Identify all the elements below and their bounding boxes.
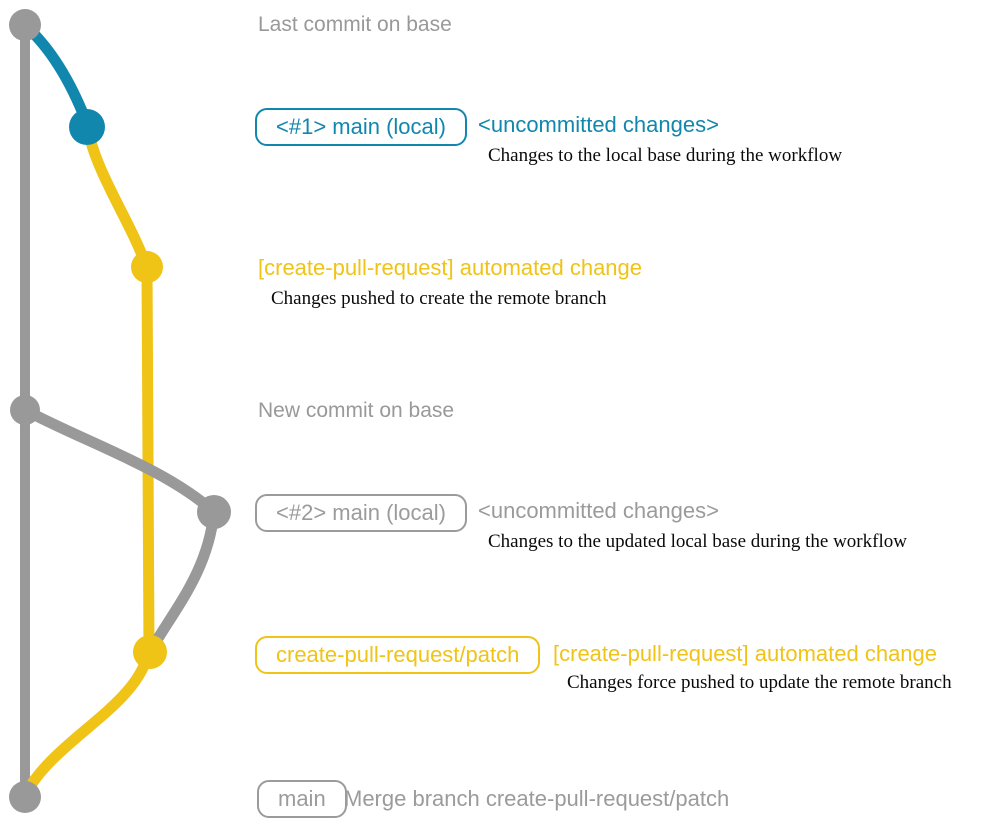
- commit-message-automated-change-2: [create-pull-request] automated change: [553, 641, 938, 666]
- label-new-commit-on-base: New commit on base: [258, 399, 455, 422]
- commit-last-base: [9, 9, 41, 41]
- branch-badge-main-local-2: <#2> main (local): [255, 494, 467, 532]
- uncommitted-changes-tag-1: <uncommitted changes>: [478, 112, 719, 137]
- commit-message-merge-branch: Merge branch create-pull-request/patch: [344, 786, 730, 811]
- commit-local-main-2: [197, 495, 231, 529]
- edge-updated-local-main-2: [19, 404, 220, 656]
- desc-updated-local-base-changes: Changes to the updated local base during…: [488, 531, 907, 552]
- label-last-commit-on-base: Last commit on base: [258, 13, 452, 36]
- commit-new-base: [10, 395, 40, 425]
- commit-message-automated-change-1: [create-pull-request] automated change: [258, 255, 643, 280]
- branch-badge-main-local-1: <#1> main (local): [255, 108, 467, 146]
- desc-changes-pushed: Changes pushed to create the remote bran…: [271, 288, 607, 309]
- commit-automated-change-2: [133, 635, 167, 669]
- desc-changes-force-pushed: Changes force pushed to update the remot…: [567, 672, 952, 693]
- commit-automated-change-1: [131, 251, 163, 283]
- commit-merge-main: [9, 781, 41, 813]
- desc-local-base-changes: Changes to the local base during the wor…: [488, 145, 843, 166]
- uncommitted-changes-tag-2: <uncommitted changes>: [478, 498, 719, 523]
- branch-badge-create-pull-request-patch: create-pull-request/patch: [255, 636, 541, 674]
- commit-local-main-1: [69, 109, 105, 145]
- edge-local-main-1: [20, 20, 92, 127]
- branch-badge-main: main: [257, 780, 347, 818]
